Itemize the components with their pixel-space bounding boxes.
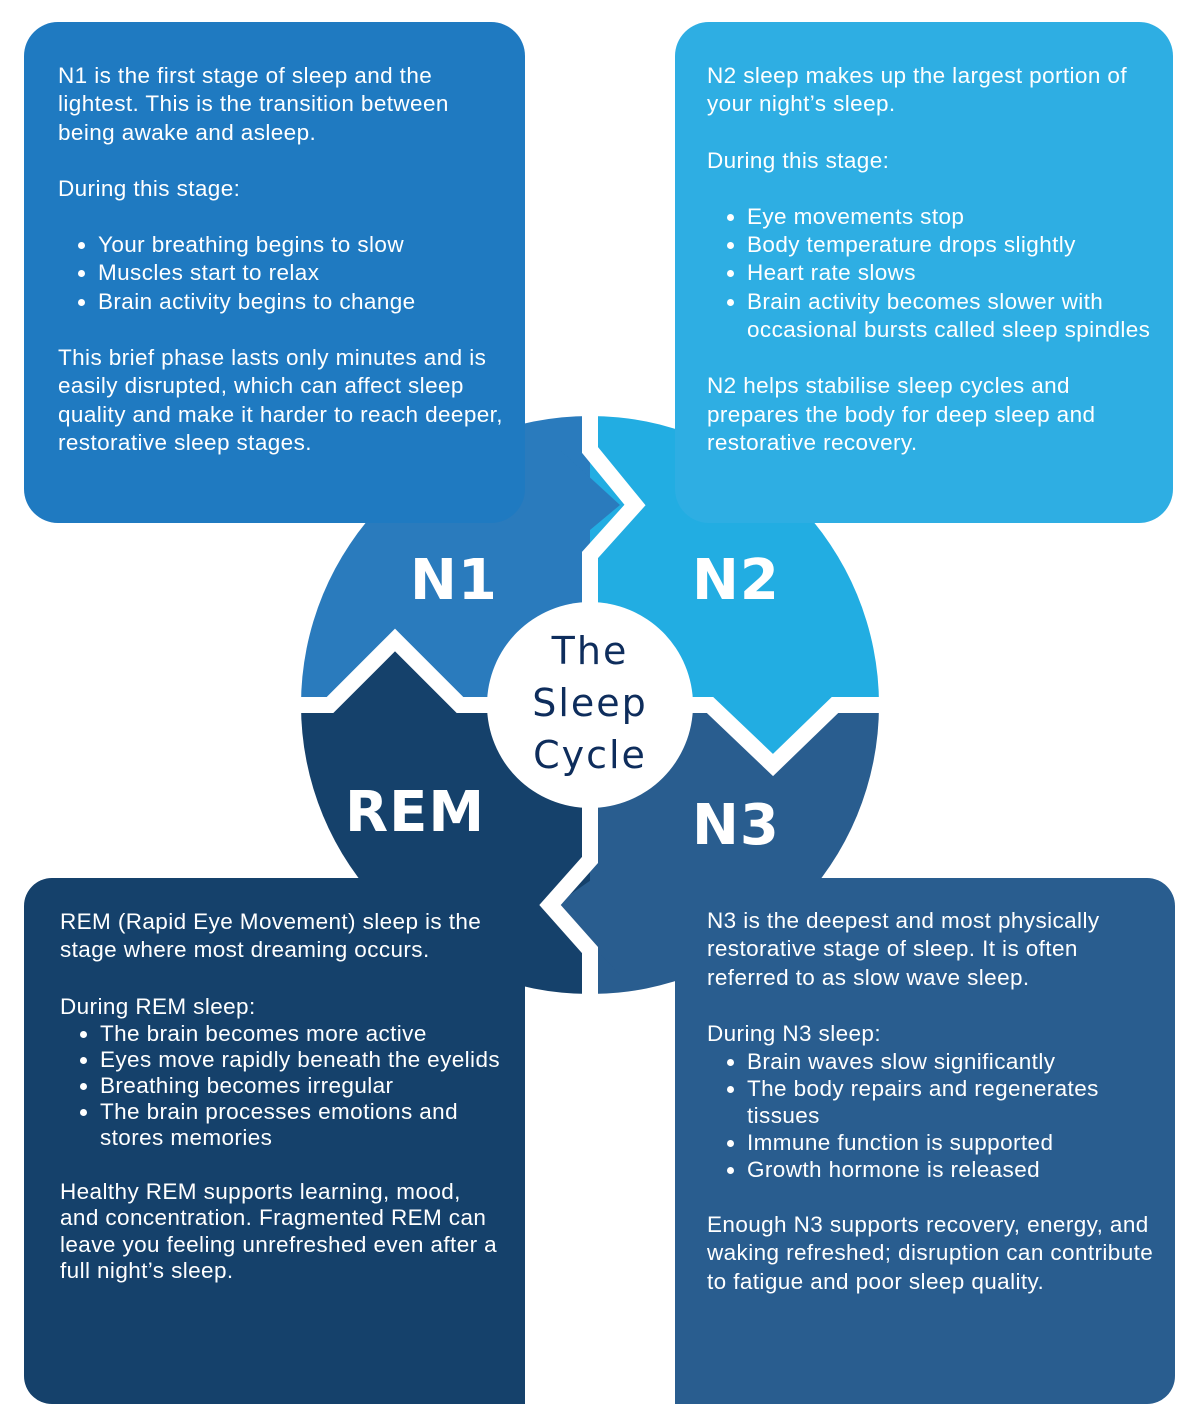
n2-bullet-list: Eye movements stop Body temperature drop… (707, 203, 1153, 344)
center-title-line-2: Sleep (532, 681, 648, 725)
n1-bullet: Your breathing begins to slow (98, 231, 505, 259)
n2-bullet: Eye movements stop (747, 203, 1153, 231)
n2-bullet: Heart rate slows (747, 259, 1153, 287)
center-title: The Sleep Cycle (500, 625, 680, 781)
center-title-line-1: The (551, 629, 629, 673)
n1-heading: During this stage: (58, 175, 241, 201)
n3-info-box: N3 is the deepest and most physically re… (675, 878, 1175, 1404)
rem-heading: During REM sleep: (60, 993, 256, 1019)
n3-heading: During N3 sleep: (707, 1020, 881, 1046)
n1-intro: N1 is the first stage of sleep and the l… (58, 63, 449, 145)
rem-bullet: Eyes move rapidly beneath the eyelids (100, 1047, 505, 1073)
n2-summary: N2 helps stabilise sleep cycles and prep… (707, 373, 1096, 455)
rem-bullet: The brain becomes more active (100, 1021, 505, 1047)
n2-bullet: Body temperature drops slightly (747, 231, 1153, 259)
rem-bullet: The brain processes emotions and stores … (100, 1099, 505, 1151)
n3-bullet: The body repairs and regenerates tissues (747, 1075, 1155, 1129)
n3-summary: Enough N3 supports recovery, energy, and… (707, 1212, 1154, 1294)
n3-bullet: Immune function is supported (747, 1129, 1155, 1156)
n3-bullet: Brain waves slow significantly (747, 1048, 1155, 1075)
rem-bullet: Breathing becomes irregular (100, 1073, 505, 1099)
n3-bullet: Growth hormone is released (747, 1156, 1155, 1183)
n1-summary: This brief phase lasts only minutes and … (58, 345, 503, 455)
rem-info-box: REM (Rapid Eye Movement) sleep is the st… (24, 878, 525, 1404)
center-title-line-3: Cycle (533, 733, 647, 777)
stage-label-n2: N2 (692, 548, 780, 613)
n3-bullet-list: Brain waves slow significantly The body … (707, 1048, 1155, 1183)
rem-summary: Healthy REM supports learning, mood, and… (60, 1178, 498, 1284)
stage-label-n3: N3 (692, 793, 780, 858)
n2-intro: N2 sleep makes up the largest portion of… (707, 63, 1127, 117)
n1-info-box: N1 is the first stage of sleep and the l… (24, 22, 525, 523)
n3-intro: N3 is the deepest and most physically re… (707, 908, 1100, 990)
n1-bullet: Brain activity begins to change (98, 288, 505, 316)
stage-label-rem: REM (345, 780, 486, 845)
n2-info-box: N2 sleep makes up the largest portion of… (675, 22, 1173, 523)
rem-intro: REM (Rapid Eye Movement) sleep is the st… (60, 909, 482, 963)
n1-bullet-list: Your breathing begins to slow Muscles st… (58, 231, 505, 316)
n2-heading: During this stage: (707, 147, 890, 173)
rem-bullet-list: The brain becomes more active Eyes move … (60, 1021, 505, 1151)
stage-label-n1: N1 (410, 548, 498, 613)
center-circle (487, 602, 693, 808)
n2-bullet: Brain activity becomes slower with occas… (747, 288, 1153, 345)
n1-bullet: Muscles start to relax (98, 259, 505, 287)
